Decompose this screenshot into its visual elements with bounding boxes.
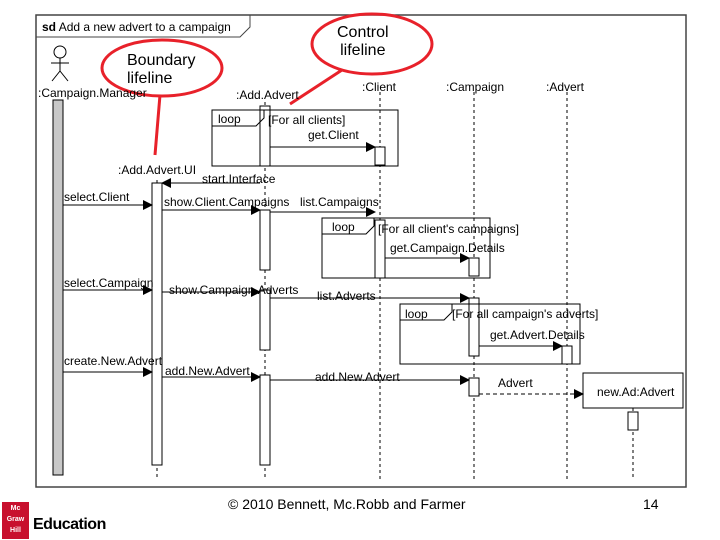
frame-keyword: sd (42, 20, 57, 34)
logo-text: Hill (10, 527, 21, 534)
activation (468, 297, 480, 357)
lifeline-new-advert: new.Ad:Advert (597, 385, 675, 399)
message-label-list-adverts: list.Adverts (317, 289, 376, 303)
education-wordmark: Education (33, 516, 106, 533)
actor-activation (52, 99, 64, 476)
fragment-operator: loop (218, 112, 241, 126)
fragment-guard: [For all clients] (268, 113, 346, 127)
activation (259, 374, 271, 466)
mcgraw-hill-logo: Mc Graw Hill (2, 502, 29, 539)
message-label-start-interface: start.Interface (202, 172, 276, 186)
copyright-text: © 2010 Bennett, Mc.Robb and Farmer (228, 496, 466, 512)
control-callout-ellipse (310, 12, 434, 76)
activation (374, 146, 386, 166)
loop-fragment-campaigns (321, 217, 491, 279)
message-label-add-new-advert-1: add.New.Advert (165, 364, 250, 378)
logo-text: Mc (10, 505, 21, 512)
message-label-get-advert-details: get.Advert.Details (490, 328, 585, 342)
fragment-guard: [For all campaign's adverts] (452, 307, 599, 321)
lifeline-advert: :Advert (546, 80, 585, 94)
loop-tab (322, 218, 375, 235)
activation (259, 289, 271, 351)
message-label-get-client: get.Client (308, 128, 359, 142)
logo-text: Graw (6, 516, 25, 523)
boundary-callout-ellipse (100, 38, 224, 98)
callout-line: lifeline (127, 70, 173, 87)
activation (627, 411, 639, 431)
loop-fragment-clients (211, 109, 399, 167)
message-label-add-new-advert-2: add.New.Advert (315, 370, 400, 384)
actor-icon (51, 45, 69, 82)
control-callout-text: Control lifeline (337, 24, 389, 60)
callout-line: lifeline (340, 42, 386, 59)
lifeline-add-advert: :Add.Advert (236, 88, 299, 102)
activation (468, 377, 480, 397)
boundary-callout-pointer (153, 94, 162, 156)
message-label-select-client: select.Client (64, 190, 130, 204)
message-label-list-campaigns: list.Campaigns (300, 195, 379, 209)
message-label-select-campaign: select.Campaign (64, 276, 154, 290)
activation (561, 345, 573, 365)
fragment-guard: [For all client's campaigns] (378, 222, 520, 236)
frame-title-tab (36, 15, 251, 38)
activation (259, 209, 271, 271)
callout-line: Control (337, 24, 389, 41)
lifeline-add-advert-ui: :Add.Advert.UI (118, 163, 197, 177)
message-label-get-campaign-details: get.Campaign.Details (390, 241, 505, 255)
fragment-operator: loop (405, 307, 428, 321)
page-number: 14 (643, 496, 659, 512)
message-label-show-campaign-adverts: show.Campaign.Adverts (169, 283, 299, 297)
message-label-create-new-advert: create.New.Advert (64, 354, 163, 368)
message-label-advert-create: Advert (498, 376, 533, 390)
activation (151, 182, 163, 466)
control-callout-pointer (289, 68, 343, 106)
message-label-show-client-campaigns: show.Client.Campaigns (164, 195, 290, 209)
callout-line: Boundary (127, 52, 196, 69)
frame-title: sd Add a new advert to a campaign (42, 20, 252, 42)
activation (468, 257, 480, 277)
fragment-operator: loop (332, 220, 355, 234)
loop-tab (400, 304, 453, 321)
boundary-callout-text: Boundary lifeline (127, 52, 196, 88)
loop-fragment-adverts (399, 303, 581, 365)
frame-name: Add a new advert to a campaign (58, 20, 231, 34)
loop-tab (212, 110, 265, 127)
lifeline-campaign: :Campaign (446, 80, 505, 94)
lifeline-campaign-manager: :Campaign.Manager (38, 86, 147, 100)
lifeline-client: :Client (362, 80, 397, 94)
